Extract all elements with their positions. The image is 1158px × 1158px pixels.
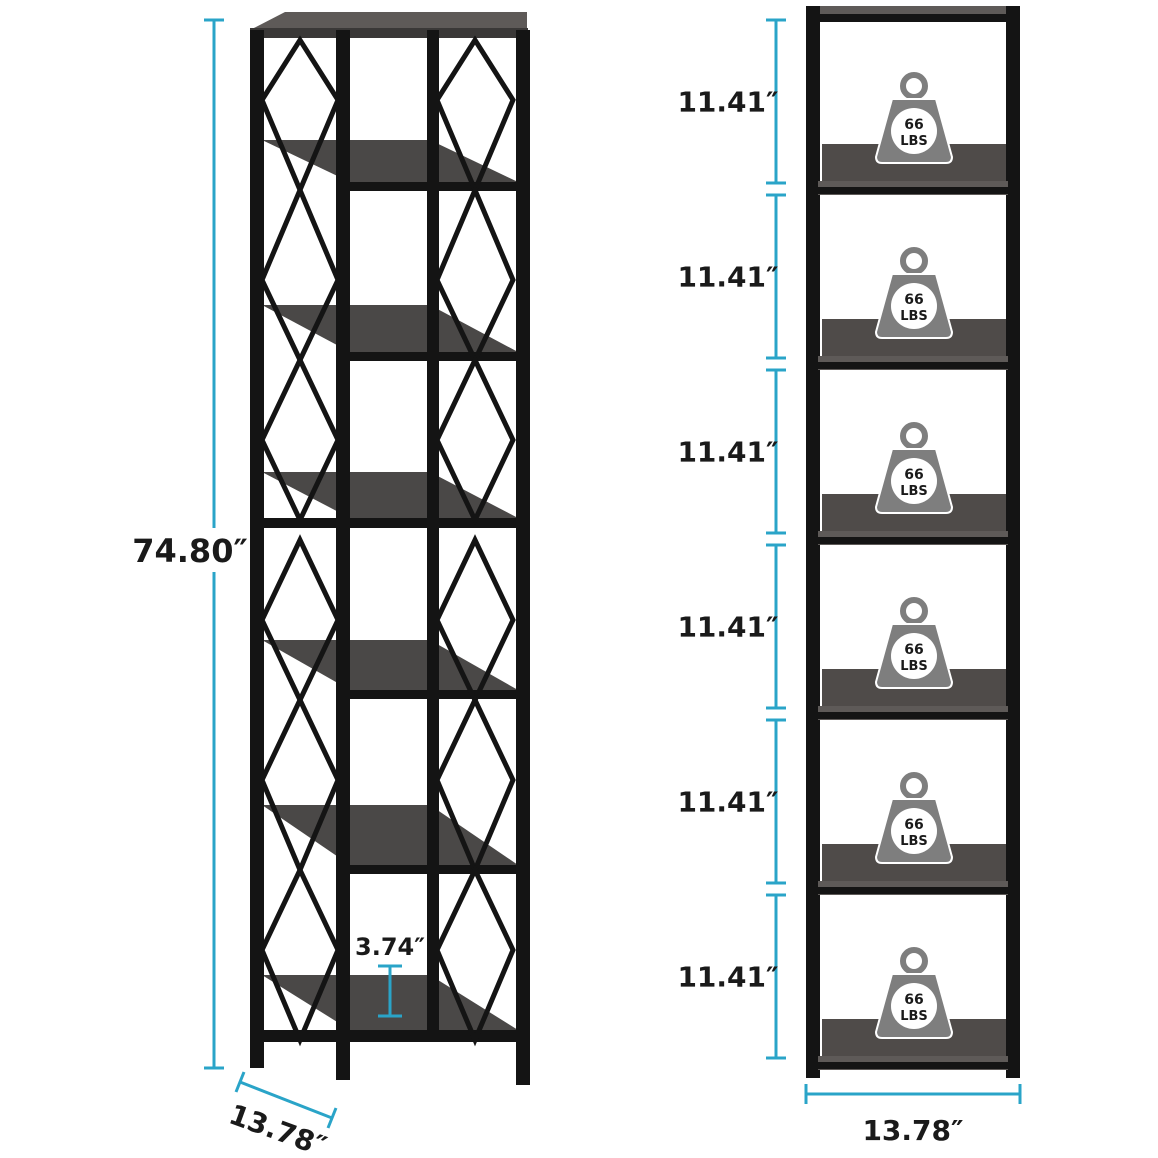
shelf-spacing-label: 11.41″ — [677, 86, 778, 119]
shelf-spacing-label: 11.41″ — [677, 611, 778, 644]
shelf-spacing-label: 11.41″ — [677, 786, 778, 819]
bottom-gap-dimension: 3.74″ — [355, 933, 425, 1018]
shelf-spacing-dimension: 11.41″ — [677, 893, 786, 1060]
front-right-leg — [336, 30, 350, 1080]
weight-unit: LBS — [900, 309, 928, 324]
bookshelf-front-view — [806, 6, 1020, 1078]
height-label: 74.80″ — [132, 532, 248, 570]
shelf-spacing-dimensions: 11.41″ 11.41″ 11.41″ 11.41″ 11.41″ 11.41″ — [677, 18, 786, 1060]
weight-value: 66 — [904, 467, 923, 483]
width-label: 13.78″ — [862, 1114, 963, 1147]
weight-value: 66 — [904, 642, 923, 658]
shelf-spacing-dimension: 11.41″ — [677, 368, 786, 535]
shelf-spacing-dimension: 11.41″ — [677, 718, 786, 885]
weight-value: 66 — [904, 817, 923, 833]
bottom-gap-label: 3.74″ — [355, 933, 425, 961]
weight-unit: LBS — [900, 134, 928, 149]
right-side-x-braces — [434, 35, 516, 1047]
depth-label: 13.78″ — [225, 1098, 331, 1158]
back-left-leg — [427, 30, 439, 1040]
shelf-spacing-label: 11.41″ — [677, 961, 778, 994]
weight-unit: LBS — [900, 484, 928, 499]
height-dimension: 74.80″ — [128, 18, 248, 1070]
weight-value: 66 — [904, 292, 923, 308]
weight-value: 66 — [904, 992, 923, 1008]
top-board-edge — [250, 28, 528, 38]
top-board — [250, 12, 527, 30]
weight-unit: LBS — [900, 834, 928, 849]
weight-unit: LBS — [900, 1009, 928, 1024]
weight-unit: LBS — [900, 659, 928, 674]
shelf-spacing-dimension: 11.41″ — [677, 18, 786, 185]
angled-shelves — [250, 140, 528, 1042]
width-dimension: 13.78″ — [804, 1084, 1022, 1147]
shelf-spacing-dimension: 11.41″ — [677, 193, 786, 360]
back-right-leg — [516, 30, 530, 1085]
depth-dimension: 13.78″ — [225, 1071, 338, 1158]
left-side-x-braces — [259, 35, 341, 1047]
shelf-spacing-label: 11.41″ — [677, 261, 778, 294]
front-left-leg — [250, 30, 264, 1068]
weight-value: 66 — [904, 117, 923, 133]
shelf-spacing-label: 11.41″ — [677, 436, 778, 469]
shelf-spacing-dimension: 11.41″ — [677, 543, 786, 710]
bookshelf-angled-view — [250, 12, 530, 1085]
